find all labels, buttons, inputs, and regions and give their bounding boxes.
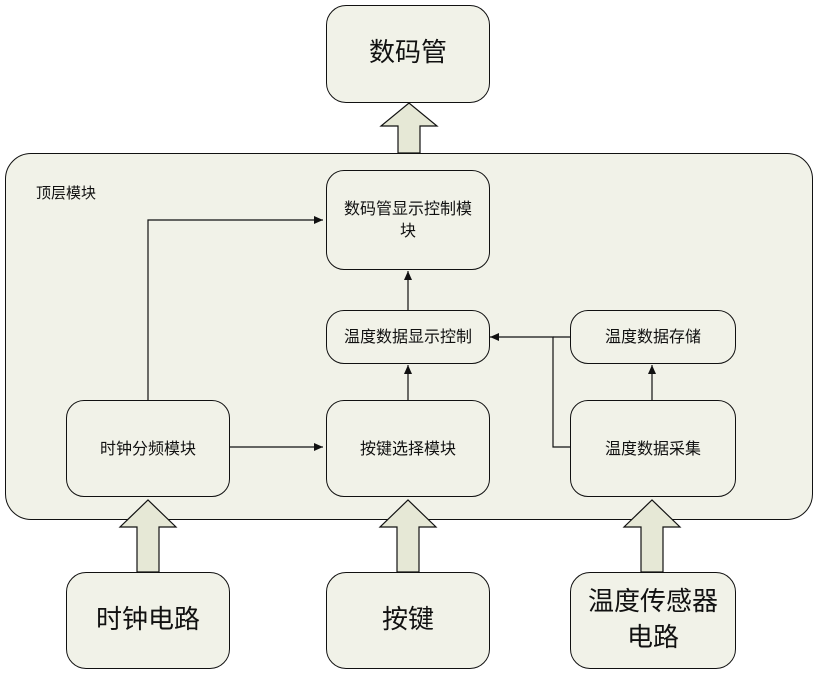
temp-storage-module: 温度数据存储: [570, 310, 736, 364]
key-select-label: 按键选择模块: [359, 438, 456, 458]
line-acquire-to-temp-display: [490, 333, 570, 448]
key-select-module: 按键选择模块: [326, 400, 490, 497]
temp-sensor-box: 温度传感器电路: [570, 572, 736, 669]
top-module-label: 顶层模块: [36, 184, 97, 202]
temp-sensor-label: 温度传感器电路: [587, 587, 718, 653]
display-control-module: 数码管显示控制模块: [326, 170, 490, 270]
keys-label: 按键: [381, 604, 434, 635]
display-label: 数码管: [368, 38, 447, 69]
temp-acquire-module: 温度数据采集: [570, 400, 736, 497]
arrow-from-temp-sensor: [622, 499, 682, 573]
clock-divider-module: 时钟分频模块: [66, 400, 230, 497]
temp-storage-label: 温度数据存储: [604, 327, 701, 347]
clock-divider-label: 时钟分频模块: [99, 438, 196, 458]
temp-display-control-label: 温度数据显示控制: [343, 327, 472, 347]
temp-display-control-module: 温度数据显示控制: [326, 310, 490, 364]
keys-box: 按键: [326, 572, 490, 669]
temp-acquire-label: 温度数据采集: [604, 438, 701, 458]
arrow-from-keys: [378, 499, 438, 573]
arrow-from-clock-circuit: [118, 499, 178, 573]
display-box: 数码管: [326, 5, 490, 103]
line-clock-to-display-control: [147, 216, 323, 400]
clock-circuit-label: 时钟电路: [95, 604, 200, 635]
display-control-label: 数码管显示控制模块: [343, 199, 472, 240]
clock-circuit-box: 时钟电路: [66, 572, 230, 669]
arrow-to-display: [379, 102, 439, 154]
